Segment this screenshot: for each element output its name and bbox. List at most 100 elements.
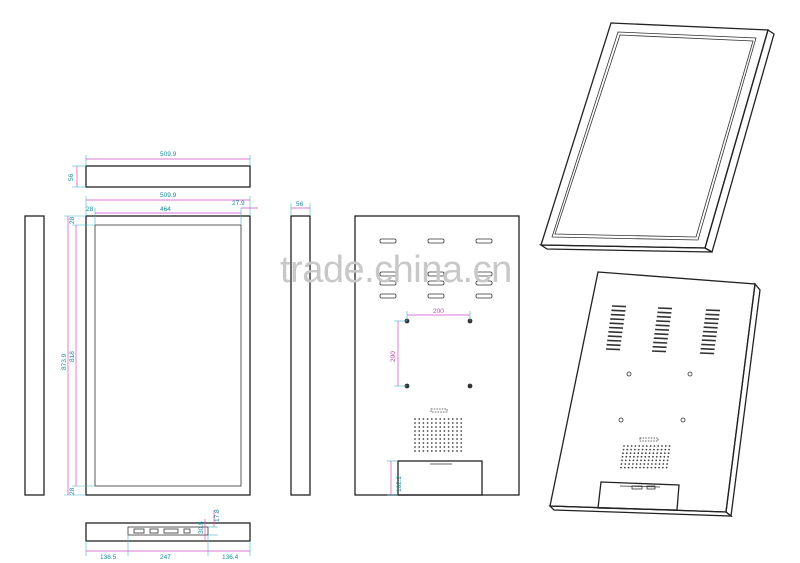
grille-dot	[456, 434, 458, 436]
grille-dot	[426, 446, 429, 448]
dim-front-left-border: 28	[86, 206, 94, 213]
isometric-vent-slots	[605, 305, 721, 355]
grille-dot	[418, 446, 421, 448]
grille-dot	[634, 448, 636, 451]
grille-dot	[633, 452, 636, 455]
vent-slat	[609, 322, 624, 325]
grille-dot	[460, 418, 463, 420]
grille-dot	[451, 446, 454, 448]
grille-dot	[430, 434, 433, 436]
grille-dot	[430, 430, 433, 432]
dim-back-box-height: 102.2	[396, 475, 403, 492]
grille-dot	[435, 418, 437, 420]
dim-front-inner-height: 818	[69, 351, 76, 362]
vent-slat	[702, 335, 717, 338]
dim-side-depth: 56	[296, 201, 304, 208]
dim-vesa-horizontal: 200	[433, 308, 444, 315]
vent-slat	[610, 313, 625, 316]
grille-dot	[460, 438, 463, 440]
vent-slat	[655, 324, 670, 327]
grille-dot	[422, 434, 425, 436]
vent-slat	[610, 318, 625, 321]
vent-slat	[608, 326, 624, 329]
grille-dot	[435, 450, 437, 452]
grille-dot	[439, 434, 442, 436]
grille-dot	[418, 450, 421, 452]
dim-front-right-border: 27.9	[232, 200, 245, 207]
dim-top-depth: 56	[68, 173, 75, 181]
grille-dot	[630, 448, 632, 451]
grille-dot	[659, 459, 661, 462]
grille-dot	[422, 446, 425, 448]
grille-dot	[623, 445, 625, 447]
grille-dot	[430, 418, 433, 420]
grille-dot	[426, 450, 429, 452]
grille-dot	[652, 452, 655, 455]
grille-dot	[661, 445, 663, 447]
grille-dot	[439, 446, 442, 448]
grille-dot	[451, 418, 454, 420]
grille-dot	[422, 422, 425, 424]
grille-dot	[655, 455, 658, 458]
vent-slat	[654, 328, 670, 331]
grille-dot	[439, 430, 442, 432]
grille-dot	[435, 434, 437, 436]
grille-dot	[661, 466, 664, 469]
vent-slat	[606, 343, 621, 347]
dim-bottom-center: 247	[160, 554, 171, 561]
grille-dot	[451, 438, 454, 440]
grille-dot	[422, 438, 425, 440]
grille-dot	[451, 422, 454, 424]
grille-dot	[663, 452, 666, 455]
grille-dot	[447, 430, 450, 432]
grille-dot	[451, 442, 454, 444]
grille-dot	[443, 418, 446, 420]
grille-dot	[443, 422, 446, 424]
grille-dot	[652, 455, 654, 458]
vent-slat	[703, 326, 718, 329]
grille-dot	[658, 463, 661, 465]
grille-dot	[668, 448, 670, 451]
grille-dot	[447, 438, 450, 440]
dim-bottom-left: 136.5	[100, 554, 117, 561]
grille-dot	[422, 450, 425, 452]
grille-dot	[665, 466, 668, 469]
vent-slat	[701, 339, 716, 342]
grille-dot	[456, 430, 458, 432]
grille-dot	[456, 450, 458, 452]
grille-dot	[644, 452, 647, 455]
grille-dot	[638, 445, 641, 447]
grille-dot	[648, 452, 651, 455]
grille-dot	[460, 430, 463, 432]
watermark: trade.china.cn	[280, 249, 512, 291]
grille-dot	[620, 463, 623, 465]
grille-dot	[456, 426, 458, 428]
grille-dot	[443, 426, 446, 428]
grille-dot	[646, 466, 649, 469]
grille-dot	[641, 448, 644, 451]
grille-dot	[439, 422, 442, 424]
isometric-speaker-grille	[620, 445, 671, 469]
grille-dot	[430, 422, 433, 424]
grille-dot	[447, 446, 450, 448]
grille-dot	[443, 434, 446, 436]
vent-slat	[702, 330, 718, 333]
grille-dot	[418, 426, 421, 428]
grille-dot	[435, 438, 437, 440]
grille-dot	[447, 442, 450, 444]
grille-dot	[460, 442, 463, 444]
grille-dot	[628, 459, 631, 462]
grille-dot	[643, 459, 646, 462]
grille-dot	[643, 463, 646, 465]
grille-dot	[447, 434, 450, 436]
grille-dot	[625, 455, 628, 458]
grille-dot	[439, 426, 442, 428]
grille-dot	[653, 448, 655, 451]
grille-dot	[622, 448, 625, 451]
vent-slots	[379, 238, 493, 299]
vent-slat	[652, 345, 667, 349]
grille-dot	[426, 426, 429, 428]
grille-dot	[460, 434, 463, 436]
grille-dot	[435, 426, 437, 428]
grille-dot	[414, 438, 416, 440]
